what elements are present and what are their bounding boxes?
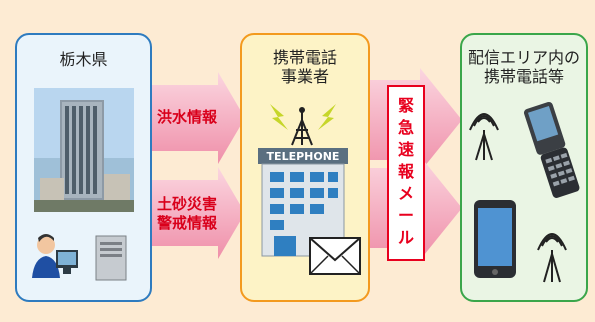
- receiver-title-line2: 携帯電話等: [483, 67, 564, 86]
- mail-char: メ: [397, 184, 414, 203]
- receiver-title-line1: 配信エリア内の: [467, 48, 580, 67]
- antenna-signal-icon: [537, 233, 567, 283]
- mail-char: 報: [397, 162, 414, 181]
- mail-char: ー: [397, 206, 414, 225]
- mail-char: 緊: [397, 96, 414, 115]
- mail-char: ル: [397, 228, 414, 247]
- carrier-title-line1: 携帯電話: [272, 48, 337, 67]
- signal-left-icon: [270, 104, 288, 130]
- flip-phone-icon: [523, 101, 580, 198]
- antenna-signal-icon: [469, 113, 499, 161]
- flood-info-label: 洪水情報: [156, 108, 217, 126]
- carrier-building-icon: TELEPHONE: [258, 104, 361, 275]
- emergency-mail-label: 緊 急 速 報 メ ー ル: [388, 96, 424, 250]
- receiver-devices-icon: [469, 101, 580, 283]
- prefectural-office-photo: [34, 88, 134, 212]
- sediment-info-label-line2: 警戒情報: [156, 214, 217, 232]
- mail-envelope-icon: [309, 237, 361, 275]
- sediment-info-label-line1: 土砂災害: [156, 195, 217, 213]
- mail-label-box: [387, 85, 425, 261]
- telephone-sign-text: TELEPHONE: [267, 150, 340, 163]
- staff-computer-icon: [32, 234, 127, 281]
- mail-char: 速: [397, 140, 414, 159]
- mail-char: 急: [397, 118, 414, 137]
- source-title: 栃木県: [59, 50, 108, 69]
- sediment-arrow: [152, 167, 245, 259]
- flood-arrow: [152, 72, 245, 164]
- smartphone-icon: [474, 200, 516, 278]
- signal-right-icon: [318, 104, 336, 130]
- carrier-title-line2: 事業者: [280, 67, 329, 86]
